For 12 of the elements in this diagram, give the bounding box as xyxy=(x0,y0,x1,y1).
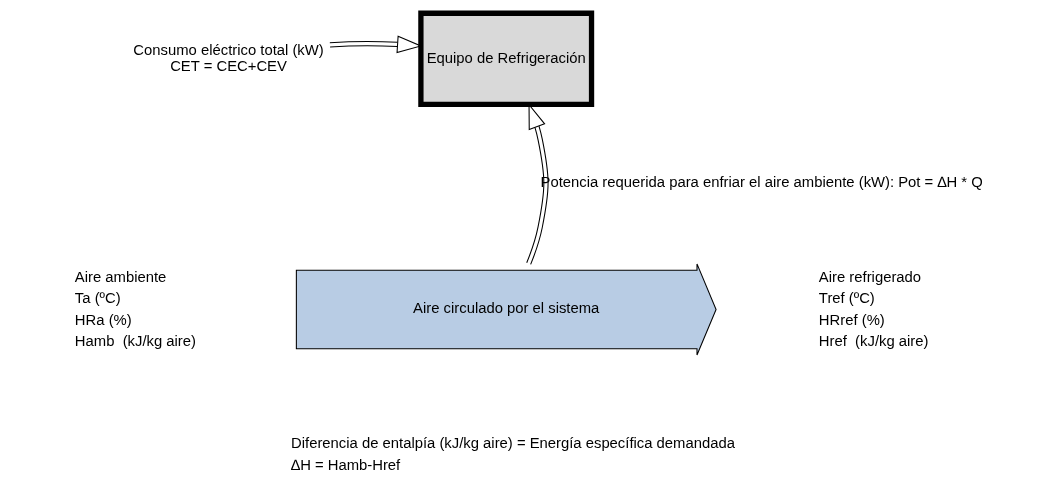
label: Aire ambiente xyxy=(74,268,167,285)
node-box: Equipo de Refrigeración xyxy=(418,10,595,107)
label: HRref (%) xyxy=(818,311,885,328)
label: Href (kJ/kg aire) xyxy=(818,332,929,349)
label: HRa (%) xyxy=(74,311,132,328)
node-label: ∆H = Hamb-Href xyxy=(291,456,401,473)
label: Hamb (kJ/kg aire) xyxy=(74,332,196,349)
label: Tref (ºC) xyxy=(818,289,875,306)
node-label: Diferencia de entalpía (kJ/kg aire) = Energía específica demandada xyxy=(291,434,735,451)
label: Ta (ºC) xyxy=(74,289,121,306)
label: Aire refrigerado xyxy=(818,268,922,285)
node-text: Consumo eléctrico total (kW) CET = CEC+CEV xyxy=(133,41,324,74)
